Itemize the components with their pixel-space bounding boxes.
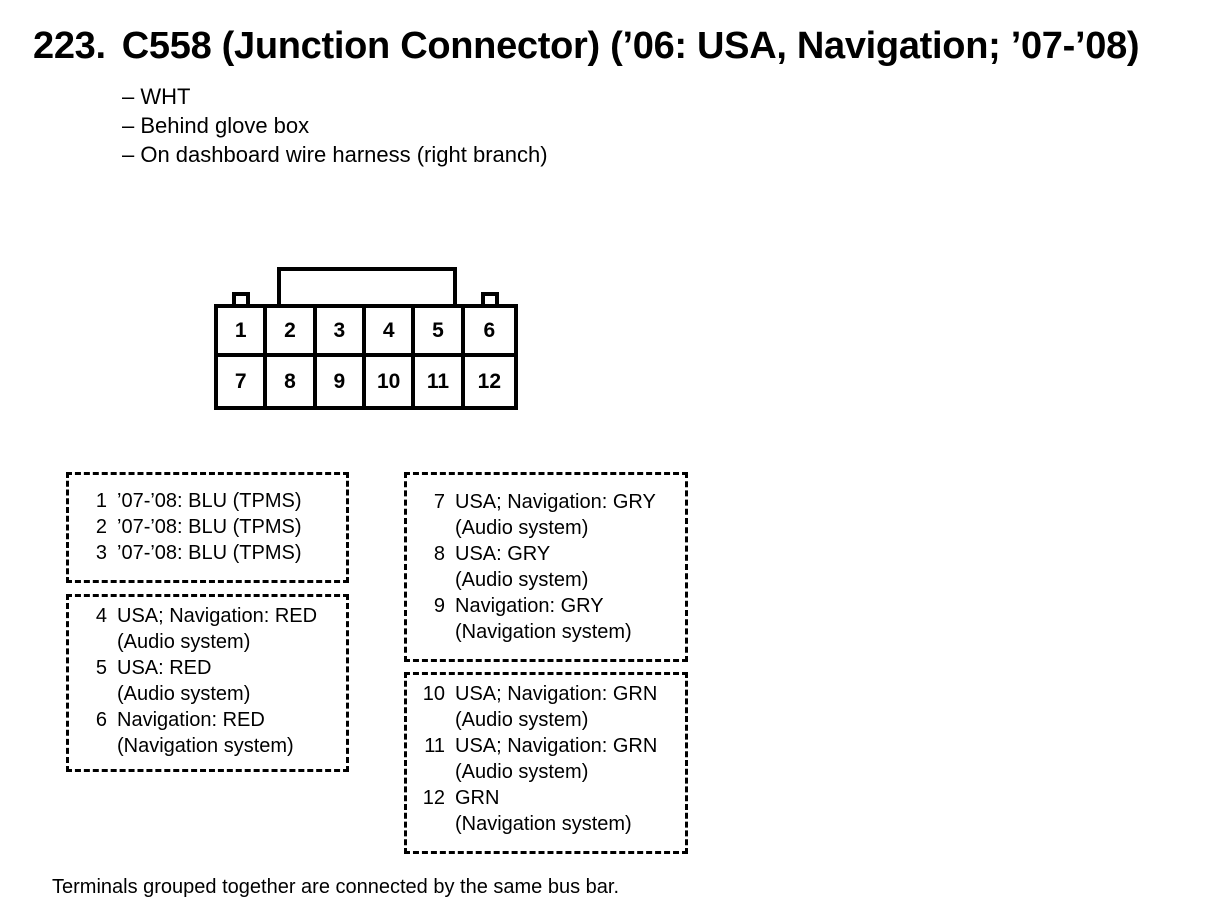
terminal-4: 4 [365, 308, 416, 357]
bus-bar-footnote: Terminals grouped together are connected… [52, 876, 620, 898]
pin-number: 3 [95, 542, 107, 564]
pin-entry-5: 5 USA: RED (Audio system) [69, 655, 346, 707]
pin-entry-1: 1 ’07-’08: BLU (TPMS) [69, 488, 346, 514]
terminal-9: 9 [317, 357, 366, 406]
pin-number: 2 [95, 516, 107, 538]
pin-description: USA; Navigation: RED (Audio system) [117, 605, 318, 653]
bus-group-3: 7 USA; Navigation: GRY (Audio system) 8 US… [404, 472, 688, 662]
pin-number: 12 [422, 787, 445, 809]
terminal-2: 2 [267, 308, 317, 357]
pin-entry-7: 7 USA; Navigation: GRY (Audio system) [407, 489, 685, 541]
bus-group-1: 1 ’07-’08: BLU (TPMS) 2 ’07-’08: BLU (TPMS… [66, 472, 349, 583]
pin-number: 11 [424, 735, 445, 757]
terminal-11: 11 [415, 357, 465, 406]
pin-number: 10 [422, 683, 445, 705]
pin-description: USA: RED (Audio system) [117, 657, 251, 705]
pin-number: 9 [433, 595, 445, 617]
terminal-8: 8 [267, 357, 317, 406]
pin-entry-12: 12 GRN (Navigation system) [407, 785, 685, 837]
note-color: – WHT [122, 84, 191, 109]
bus-group-2: 4 USA; Navigation: RED (Audio system) 5 US… [66, 594, 349, 772]
terminal-5: 5 [415, 308, 465, 357]
pin-description: ’07-’08: BLU (TPMS) [117, 542, 302, 564]
pin-entry-9: 9 Navigation: GRY (Navigation system) [407, 593, 685, 645]
pin-entry-8: 8 USA: GRY (Audio system) [407, 541, 685, 593]
pin-description: ’07-’08: BLU (TPMS) [117, 516, 302, 538]
pin-description: Navigation: GRY (Navigation system) [455, 595, 632, 643]
pin-entry-2: 2 ’07-’08: BLU (TPMS) [69, 514, 346, 540]
note-location: – Behind glove box [122, 113, 310, 138]
pin-entry-4: 4 USA; Navigation: RED (Audio system) [69, 603, 346, 655]
pin-number: 4 [95, 605, 107, 627]
connector-terminal-grid: 1 2 3 4 5 6 7 8 9 10 11 12 [214, 304, 518, 410]
pin-entry-6: 6 Navigation: RED (Navigation system) [69, 707, 346, 759]
terminal-6: 6 [464, 308, 514, 357]
pin-description: USA; Navigation: GRN (Audio system) [455, 683, 658, 731]
pin-entry-11: 11 USA; Navigation: GRN (Audio system) [407, 733, 685, 785]
pin-number: 8 [433, 543, 445, 565]
pin-description: USA; Navigation: GRN (Audio system) [455, 735, 658, 783]
pin-number: 6 [95, 709, 107, 731]
pin-description: USA: GRY (Audio system) [455, 543, 589, 591]
section-number: 223. [33, 25, 106, 67]
pin-number: 5 [95, 657, 107, 679]
terminal-3: 3 [316, 308, 366, 357]
terminal-1: 1 [218, 308, 268, 357]
page-title: 223. C558 (Junction Connector) (’06: USA,… [33, 25, 1140, 68]
note-harness: – On dashboard wire harness (right branc… [122, 142, 548, 167]
terminal-12: 12 [477, 369, 501, 393]
pin-description: USA; Navigation: GRY (Audio system) [455, 491, 656, 539]
pin-description: ’07-’08: BLU (TPMS) [117, 490, 302, 512]
terminal-7: 7 [218, 357, 268, 406]
pin-description: Navigation: RED (Navigation system) [117, 709, 294, 757]
terminal-10: 10 [366, 357, 416, 406]
pin-entry-3: 3 ’07-’08: BLU (TPMS) [69, 540, 346, 566]
pin-entry-10: 10 USA; Navigation: GRN (Audio system) [407, 681, 685, 733]
pin-description: GRN (Navigation system) [455, 787, 632, 835]
pin-number: 7 [433, 491, 445, 513]
connector-latch [277, 267, 457, 307]
connector-title: C558 (Junction Connector) (’06: USA, Nav… [121, 25, 1140, 67]
connector-notes: – WHT – Behind glove box – On dashboard … [122, 82, 548, 169]
pin-number: 1 [95, 490, 107, 512]
